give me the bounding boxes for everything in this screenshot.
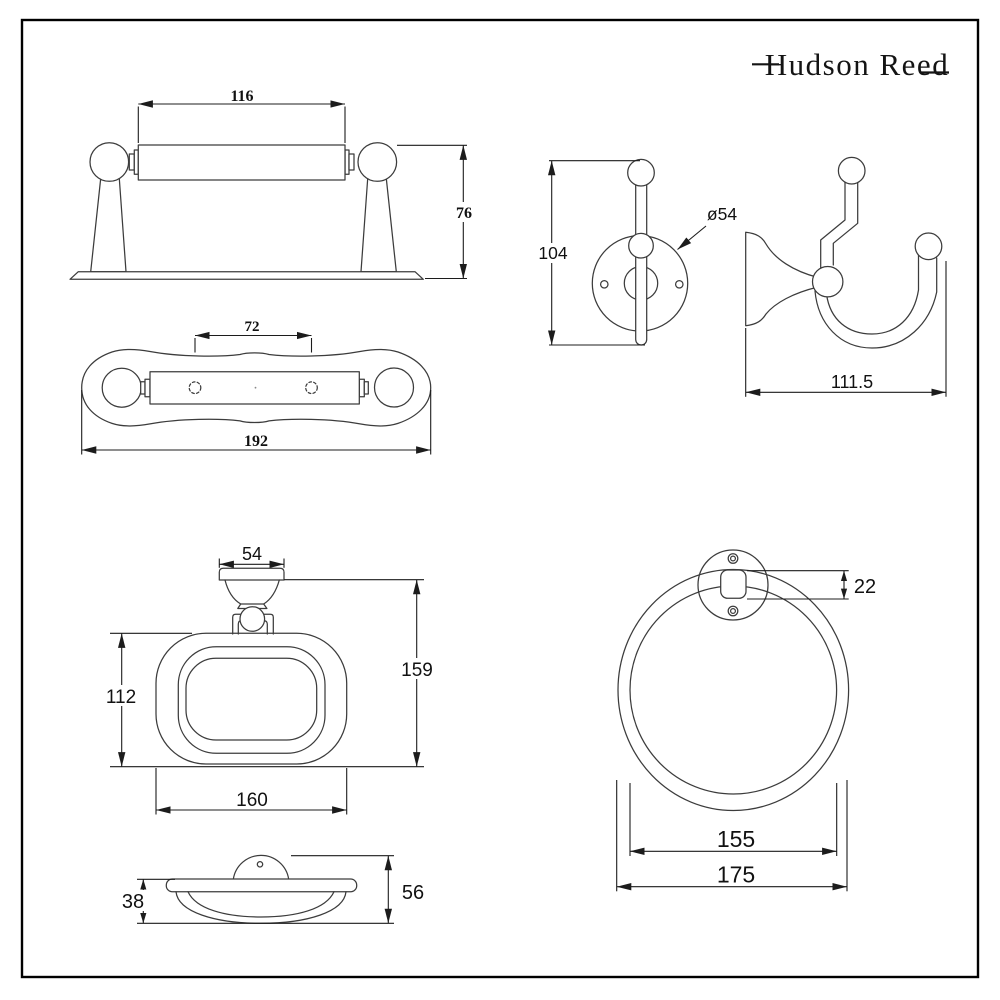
left-step-top xyxy=(140,381,146,395)
ring-screw-bottom-outer xyxy=(727,605,739,617)
dim-hook-height: 104 xyxy=(538,243,567,263)
dish-bracket-ball xyxy=(239,606,266,632)
towel-ring-view: 22 155 175 xyxy=(616,549,876,892)
dish-bracket-left xyxy=(224,579,242,605)
brand-logo: Hudson Reed xyxy=(752,47,949,82)
dish-bracket-right xyxy=(263,579,280,605)
dish-side-rim xyxy=(165,878,358,893)
hook-mid-ball-front xyxy=(628,232,654,259)
hook-screw-hole-right xyxy=(674,279,684,289)
dim-dish-overall-height: 159 xyxy=(401,660,433,681)
dim-hook-projection: 111.5 xyxy=(831,372,873,392)
right-collar-top xyxy=(358,378,365,398)
dish-yoke-outer-right xyxy=(262,613,274,635)
dim-dish-body-height: 112 xyxy=(106,687,136,708)
soap-dish-front-view: 54 159 112 160 xyxy=(101,544,438,815)
hook-upper-prong-outer xyxy=(820,181,846,269)
hook-center-ball xyxy=(811,265,844,298)
ring-screw-top-inner xyxy=(729,555,737,562)
dim-dish-body-width: 160 xyxy=(236,790,268,811)
toilet-roll-holder-front-view: 116 76 xyxy=(69,88,477,280)
dim-mount-hole-spacing: 72 xyxy=(245,319,260,335)
dish-yoke-outer-left xyxy=(232,613,243,635)
hook-top-ball-front xyxy=(627,158,655,187)
robe-hook-side-view: 111.5 xyxy=(745,156,947,397)
right-mount-hole xyxy=(305,381,318,395)
dish-side-backplate xyxy=(232,854,290,880)
right-step-top xyxy=(363,381,369,395)
dim-ring-inner-diameter: 155 xyxy=(717,826,755,852)
dim-hook-backplate-diameter: ø54 xyxy=(707,204,737,224)
right-spindle-step xyxy=(348,153,355,171)
hook-upper-prong-inner xyxy=(832,181,859,266)
left-finial-ball xyxy=(89,142,130,182)
center-mark xyxy=(254,386,257,389)
dim-roller-width: 116 xyxy=(230,88,253,105)
toilet-roll-holder-top-view: 72 192 xyxy=(81,319,432,455)
dish-bracket-plate xyxy=(218,567,285,581)
dim-dish-projection: 56 xyxy=(402,882,424,904)
left-mount-hole xyxy=(188,381,202,395)
hook-lower-ball xyxy=(914,232,943,261)
dim-ring-outer-diameter: 175 xyxy=(717,862,755,888)
hook-top-ball-side xyxy=(837,156,866,185)
roller xyxy=(137,144,346,181)
hook-j-inner xyxy=(825,253,920,335)
dim-dish-bowl-depth: 38 xyxy=(122,891,144,913)
right-finial-ball xyxy=(357,142,398,182)
logo-text: Hudson Reed xyxy=(765,47,949,82)
hook-arm-front xyxy=(635,175,648,346)
dish-rim-middle xyxy=(177,646,326,754)
hook-j-outer xyxy=(814,257,938,349)
soap-dish-side-view: 38 56 xyxy=(114,854,424,924)
ring-screw-top-outer xyxy=(727,553,739,564)
left-collar-top xyxy=(144,378,151,398)
left-spindle-step xyxy=(128,153,135,171)
dish-side-screw-hole xyxy=(256,860,264,868)
ring-screw-bottom-inner xyxy=(729,607,737,615)
dim-ring-connector-height: 22 xyxy=(854,576,876,598)
ring-connector xyxy=(720,569,747,599)
dish-side-bowl-inner xyxy=(187,891,335,918)
robe-hook-front-view: 104 ø54 xyxy=(534,158,737,346)
dish-well xyxy=(185,657,318,741)
dim-holder-height: 76 xyxy=(456,205,472,222)
dim-dish-bracket-width: 54 xyxy=(242,544,262,564)
dim-base-length: 192 xyxy=(244,433,268,450)
right-ball-top xyxy=(373,367,415,408)
dish-rim-outer xyxy=(155,632,348,765)
hook-screw-hole-left xyxy=(599,279,609,289)
base-plate xyxy=(69,271,424,280)
